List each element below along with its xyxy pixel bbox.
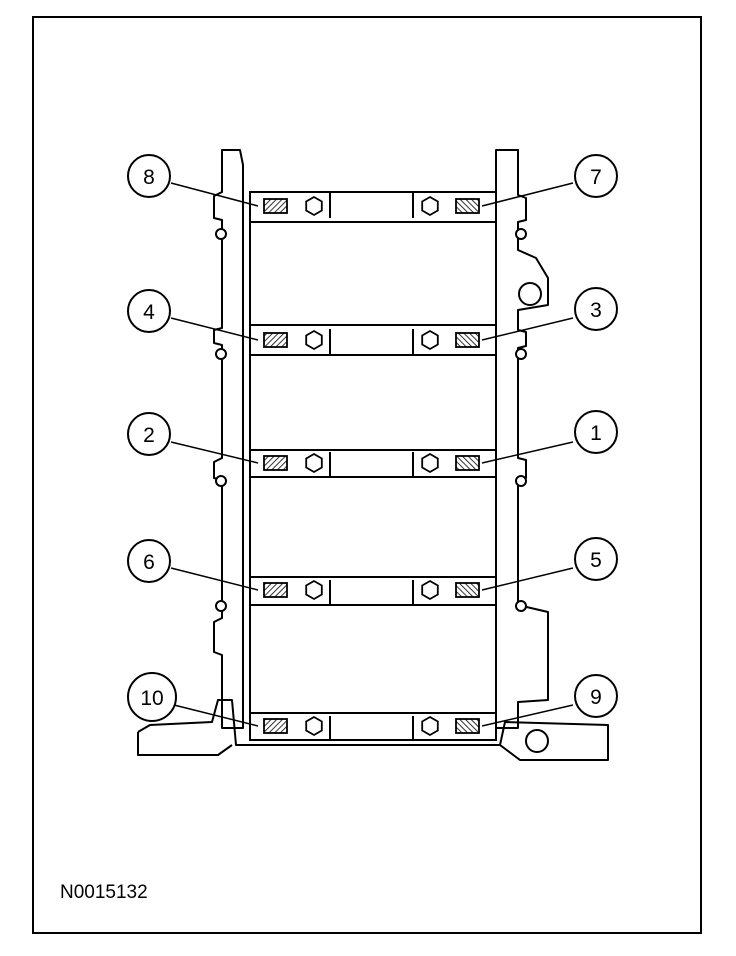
callout-7-label: 7 <box>590 166 602 189</box>
hatched-bolt <box>455 718 480 734</box>
bearing-cap-bolts <box>263 198 480 734</box>
figure-id: N0015132 <box>60 882 148 903</box>
callout-9-label: 9 <box>590 686 602 709</box>
block-outline <box>137 149 609 761</box>
callout-1: 1 <box>574 410 618 454</box>
callout-8-label: 8 <box>143 166 155 189</box>
bolt-heads <box>305 195 439 737</box>
hatched-bolt <box>263 455 288 471</box>
hatched-bolt <box>263 198 288 214</box>
hatched-bolt <box>455 332 480 348</box>
callout-8: 8 <box>127 154 171 198</box>
rail-holes <box>215 228 549 753</box>
leader-lines <box>170 182 574 727</box>
bolt-head-hex <box>421 195 439 217</box>
callout-5: 5 <box>574 537 618 581</box>
callout-7: 7 <box>574 154 618 198</box>
hatched-bolt <box>263 582 288 598</box>
callout-6-label: 6 <box>143 551 155 574</box>
callout-2-label: 2 <box>143 424 155 447</box>
callout-10-label: 10 <box>140 687 163 710</box>
callout-1-label: 1 <box>590 422 602 445</box>
main-bearing-caps <box>249 191 497 741</box>
bolt-head-hex <box>305 195 323 217</box>
callout-2: 2 <box>127 412 171 456</box>
bolt-head-hex <box>421 452 439 474</box>
hatched-bolt <box>455 582 480 598</box>
callout-5-label: 5 <box>590 549 602 572</box>
callout-9: 9 <box>574 674 618 718</box>
hatched-bolt <box>263 332 288 348</box>
callout-10: 10 <box>127 672 177 722</box>
bolt-head-hex <box>305 715 323 737</box>
bolt-head-hex <box>305 329 323 351</box>
callout-markers: 8 7 4 3 2 1 6 5 <box>127 154 618 722</box>
hatched-bolt <box>455 198 480 214</box>
hatched-bolt <box>455 455 480 471</box>
bolt-head-hex <box>421 329 439 351</box>
bolt-head-hex <box>305 452 323 474</box>
callout-3-label: 3 <box>590 299 602 322</box>
callout-3: 3 <box>574 287 618 331</box>
callout-4-label: 4 <box>143 301 155 324</box>
bolt-head-hex <box>421 579 439 601</box>
bolt-head-hex <box>305 579 323 601</box>
figure-frame <box>32 16 702 934</box>
bolt-head-hex <box>421 715 439 737</box>
hatched-bolt <box>263 718 288 734</box>
callout-4: 4 <box>127 289 171 333</box>
callout-6: 6 <box>127 539 171 583</box>
